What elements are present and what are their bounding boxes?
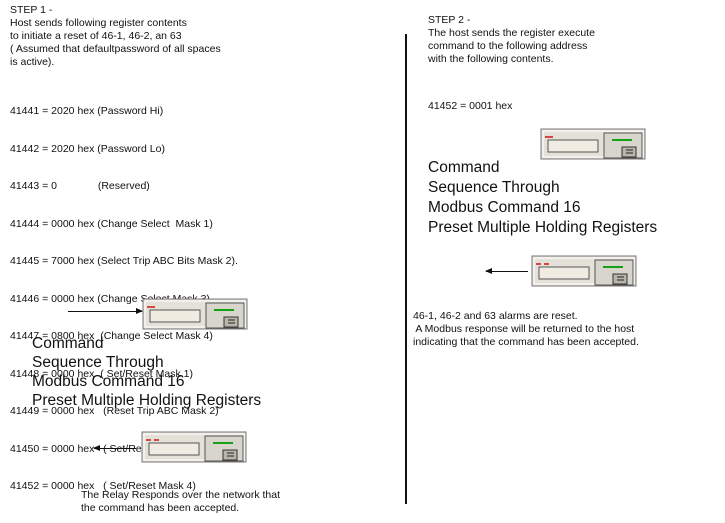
step1-intro-line-1: Host sends following register contents xyxy=(10,17,187,29)
step2-result-line-2: A Modbus response will be returned to th… xyxy=(413,323,635,335)
step1-response-line-1: The Relay Responds over the network that xyxy=(81,489,281,501)
register-line: 41449 = 0000 hex (Reset Trip ABC Mask 2) xyxy=(10,405,219,417)
step2-command-line-1: Command xyxy=(428,159,500,176)
step1-response-line-2: the command has been accepted. xyxy=(81,502,240,514)
register-line: 41445 = 7000 hex (Select Trip ABC Bits M… xyxy=(10,255,238,267)
register-line: 41442 = 2020 hex (Password Lo) xyxy=(10,142,165,155)
relay-device-icon xyxy=(142,298,248,330)
step2-command-line-2: Sequence Through xyxy=(428,179,560,196)
step1-register-list: 41441 = 2020 hex (Password Hi) 41442 = 2… xyxy=(10,80,238,505)
step1-command-line-3: Modbus Command 16 xyxy=(32,373,185,390)
step2-intro-line-2: command to the following address xyxy=(428,40,588,52)
step1-command-line-1: Command xyxy=(32,335,104,352)
step1-command-line-4: Preset Multiple Holding Registers xyxy=(32,392,262,409)
step2-register: 41452 = 0001 hex xyxy=(428,100,513,112)
step1-intro-line-3: ( Assumed that defaultpassword of all sp… xyxy=(10,43,221,55)
step2-result-line-3: indicating that the command has been acc… xyxy=(413,336,639,348)
step1-intro-line-2: to initiate a reset of 46-1, 46-2, an 63 xyxy=(10,30,182,42)
step1-intro-line-4: is active). xyxy=(10,56,55,68)
step2-heading: STEP 2 - xyxy=(428,14,471,26)
register-line: 41447 = 0800 hex (Change Select Mask 4) xyxy=(10,330,213,342)
step2-result-line-1: 46-1, 46-2 and 63 alarms are reset. xyxy=(413,310,578,322)
step2-intro-line-3: with the following contents. xyxy=(428,53,554,65)
relay-device-icon xyxy=(540,128,646,160)
column-divider xyxy=(405,34,407,504)
register-line: 41444 = 0000 hex (Change Select Mask 1) xyxy=(10,217,213,230)
step2-intro-line-1: The host sends the register execute xyxy=(428,27,595,39)
relay-device-icon xyxy=(141,431,247,463)
register-line: 41452 = 0000 hex ( Set/Reset Mask 4) xyxy=(10,480,196,492)
register-line: 41441 = 2020 hex (Password Hi) xyxy=(10,105,164,117)
send-arrow-right xyxy=(68,308,143,314)
relay-device-icon xyxy=(531,255,637,287)
register-line: 41443 = 0 (Reserved) xyxy=(10,180,150,192)
step1-heading: STEP 1 - xyxy=(10,4,53,16)
register-line: 41448 = 0000 hex ( Set/Reset Mask 1) xyxy=(10,367,193,380)
response-arrow-left xyxy=(485,268,528,274)
step2-command-line-4: Preset Multiple Holding Registers xyxy=(428,219,658,236)
response-arrow-left xyxy=(93,445,136,451)
step2-command-line-3: Modbus Command 16 xyxy=(428,199,581,216)
step1-command-line-2: Sequence Through xyxy=(32,354,164,371)
